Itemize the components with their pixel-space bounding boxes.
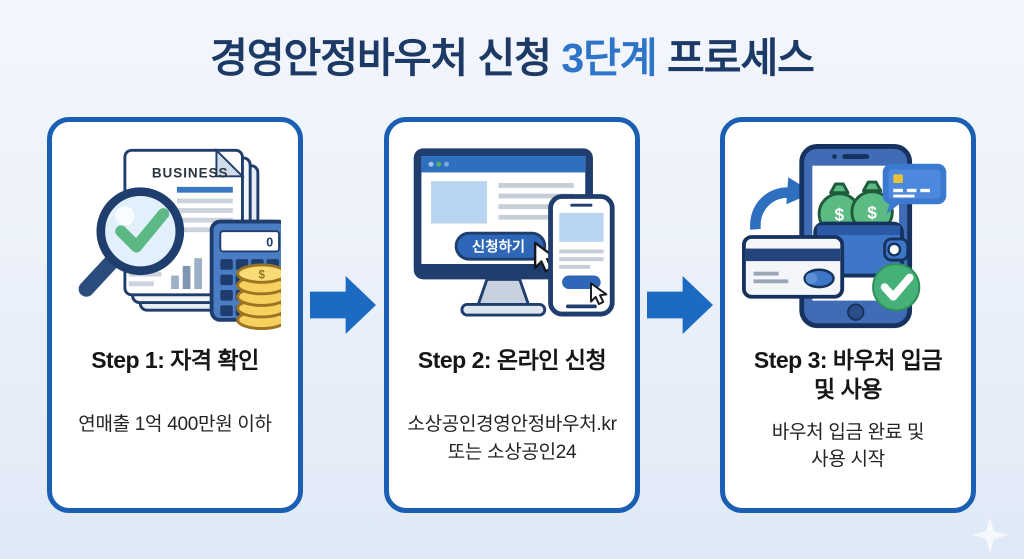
step-title-line: Step 3: 바우처 입금 [753,347,943,373]
coin-dollar-symbol: $ [259,269,266,281]
voucher-deposit-icon: $ $ [742,144,947,329]
step-2-subtitle: 소상공인경영안정바우처.kr 또는 소상공인24 [407,411,616,466]
money-bag-dollar-symbol: $ [835,205,845,225]
credit-card-icon [742,235,845,299]
sparkle-decoration [972,517,1008,553]
step-3-title: Step 3: 바우처 입금 및 사용 [753,346,943,405]
step-1-illustration: BUSINESS 0 [69,138,281,336]
page-title-suffix: 프로세스 [656,35,815,81]
money-bag-dollar-symbol: $ [867,203,877,223]
card-notification-bubble-icon [882,163,947,214]
step-title-line: 및 사용 [814,376,882,403]
step-title-line: Step 2: 온라인 신청 [417,347,607,373]
online-application-icon: 신청하기 [413,148,615,317]
step-2-illustration: 신청하기 [406,138,618,336]
step-card-2: 신청하기 [384,117,640,513]
document-label: BUSINESS [152,165,229,180]
step-subtitle-line: 사용 시작 [811,449,885,471]
chip-icon [893,174,903,184]
step-subtitle-line: 바우처 입금 완료 및 [771,421,925,443]
check-circle-icon [872,263,921,312]
step-subtitle-line: 소상공인경영안정바우처.kr [407,414,617,436]
calculator-display: 0 [266,236,273,250]
step-1-title: Step 1: 자격 확인 [91,346,259,375]
cursor-icon [590,282,608,306]
step-1-subtitle: 연매출 1억 400만원 이하 [78,411,272,439]
page-title-highlight: 3단계 [561,35,657,81]
coin-stack-icon [236,263,281,330]
step-card-1: BUSINESS 0 [47,117,303,513]
arrow-right-icon [310,276,376,334]
step-subtitle-line: 연매출 1억 400만원 이하 [78,414,272,436]
magnifier-check-icon [78,187,185,297]
step-3-illustration: $ $ [742,138,954,336]
smartphone-icon [548,194,615,317]
check-icon [115,208,170,253]
page-title: 경영안정바우처 신청 3단계 프로세스 [0,24,1024,84]
eligibility-check-icon: BUSINESS 0 [78,147,281,330]
step-title-line: Step 1: 자격 확인 [91,347,259,373]
step-2-title: Step 2: 온라인 신청 [417,346,607,375]
bar-chart-icon [171,258,202,290]
monitor-icon: 신청하기 [413,148,593,317]
apply-button-label: 신청하기 [472,238,525,255]
step-3-subtitle: 바우처 입금 완료 및 사용 시작 [771,419,925,474]
page-title-prefix: 경영안정바우처 신청 [210,35,562,81]
apply-button-graphic [454,231,547,261]
step-subtitle-line: 또는 소상공인24 [447,441,577,463]
step-card-3: $ $ [720,117,976,513]
arrow-right-icon [647,276,713,334]
